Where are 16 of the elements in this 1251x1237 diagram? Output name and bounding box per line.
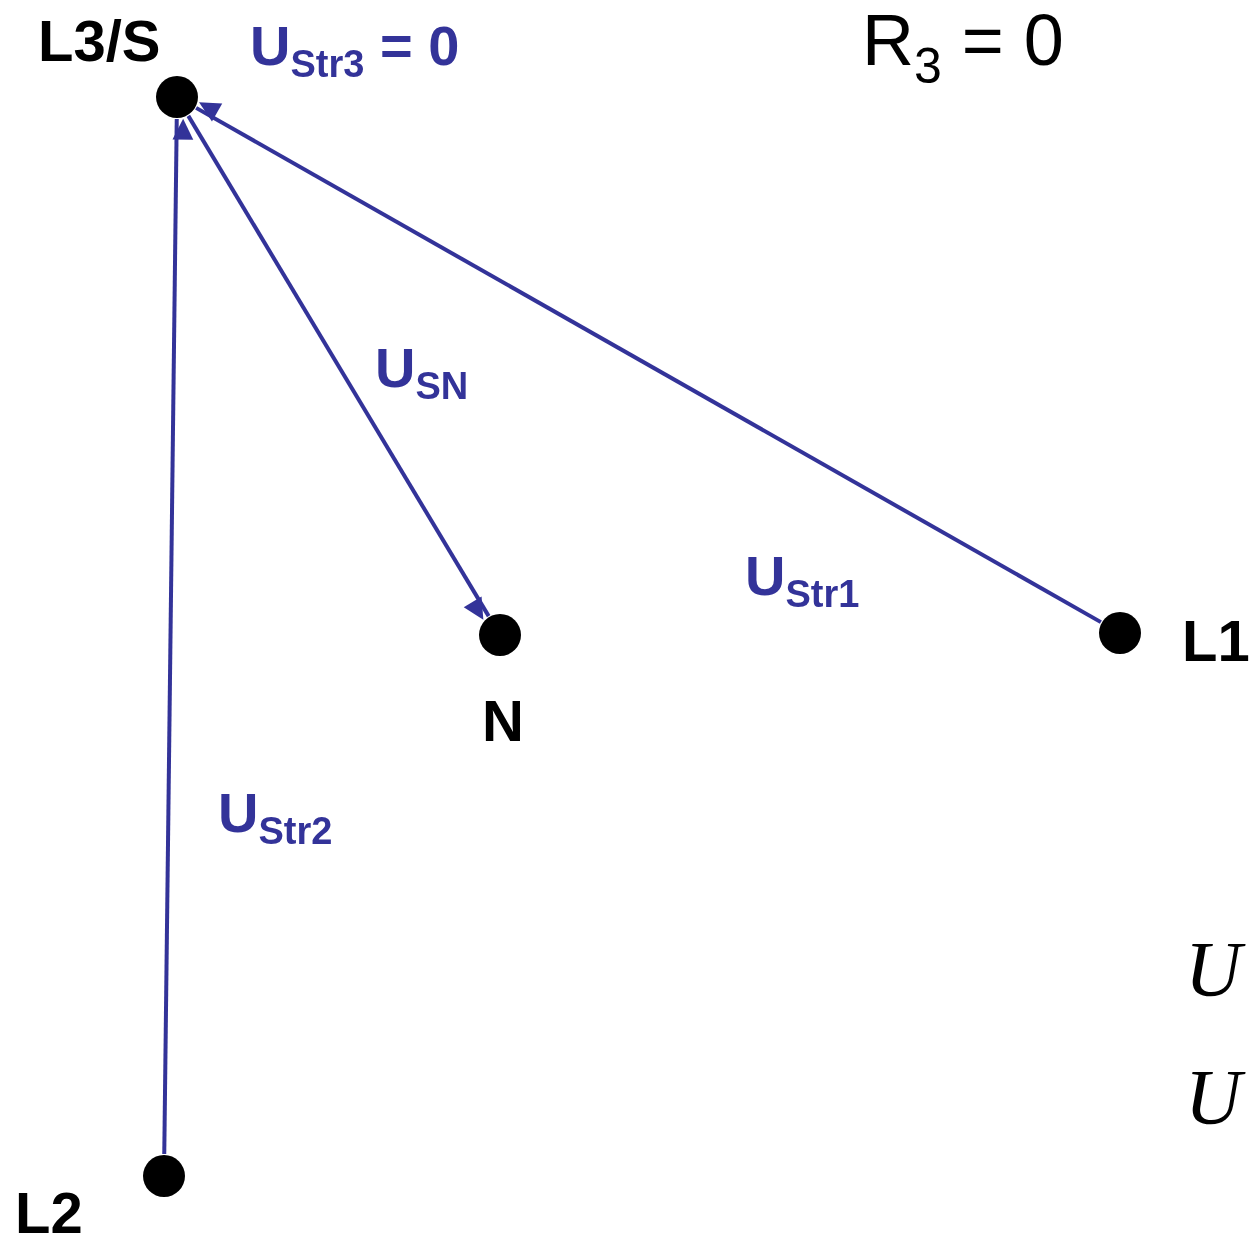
- terminal-dot: [143, 1155, 185, 1197]
- phasor-label: U$_{Str1}$: [745, 548, 860, 613]
- terminal-dot: [479, 614, 521, 656]
- terminal-label: L2: [15, 1184, 83, 1237]
- terminal-label: L1: [1182, 612, 1250, 670]
- arrow: [162, 118, 194, 1155]
- phasor-label: U$_{Str3}$ = 0: [250, 18, 460, 83]
- phasor-label: U$_{SN}$: [375, 340, 469, 405]
- phasor-label: U$_{Str2}$: [218, 785, 333, 850]
- arrow: [186, 114, 491, 620]
- terminal-dot: [1099, 612, 1141, 654]
- arrow: [195, 102, 1102, 624]
- terminal-dot: [156, 76, 198, 118]
- terminal-label: N: [482, 692, 524, 750]
- resistance-value: R$_{3}$ = 0: [862, 4, 1064, 91]
- terminal-label: L3/S: [38, 12, 161, 70]
